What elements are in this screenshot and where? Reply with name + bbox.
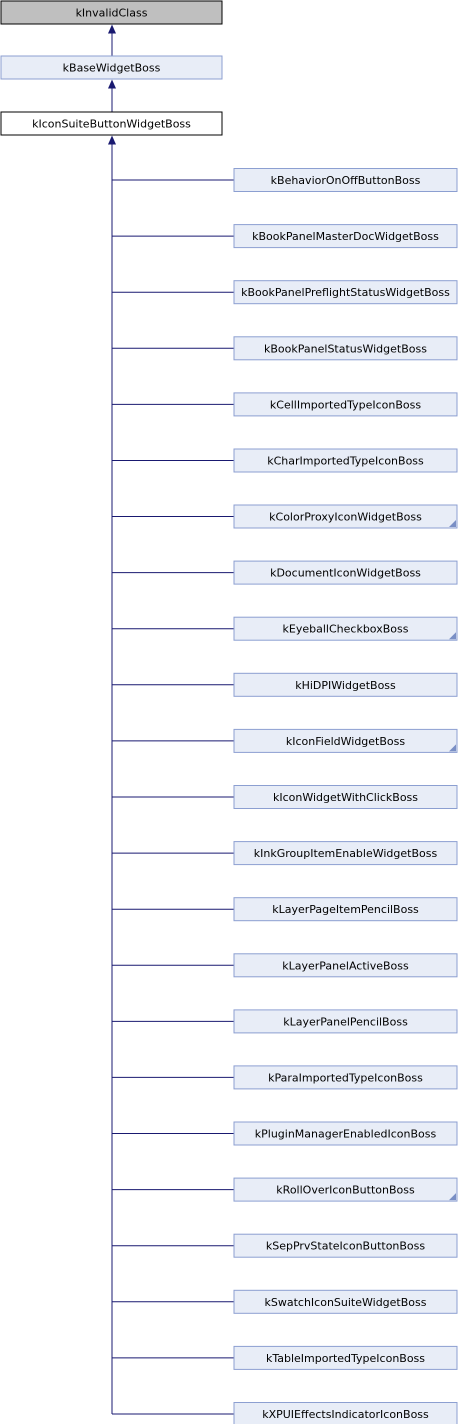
child-node-box: [233, 168, 458, 192]
child-node-box: [233, 1345, 458, 1370]
node-current-box: [0, 111, 223, 136]
child-node[interactable]: kIconFieldWidgetBoss: [233, 728, 458, 753]
child-node-box: [233, 785, 458, 809]
child-node-label: kXPUIEffectsIndicatorIconBoss: [262, 1408, 429, 1421]
node-current: kIconSuiteButtonWidgetBoss: [0, 111, 223, 136]
child-node[interactable]: kCharImportedTypeIconBoss: [233, 448, 458, 473]
node-current-label: kIconSuiteButtonWidgetBoss: [32, 118, 191, 131]
child-node[interactable]: kSwatchIconSuiteWidgetBoss: [233, 1289, 458, 1314]
more-subclasses-marker: [449, 632, 456, 640]
arrow-to-current: [108, 135, 116, 145]
child-node[interactable]: kLayerPanelActiveBoss: [233, 953, 458, 978]
child-node-label: kParaImportedTypeIconBoss: [268, 1071, 423, 1084]
child-node-label: kDocumentIconWidgetBoss: [270, 567, 421, 580]
child-node-label: kIconWidgetWithClickBoss: [273, 791, 418, 804]
child-node-box: [233, 953, 458, 978]
node-root-label: kInvalidClass: [76, 7, 148, 20]
child-node-label: kBookPanelPreflightStatusWidgetBoss: [241, 286, 450, 299]
child-node[interactable]: kPluginManagerEnabledIconBoss: [233, 1121, 458, 1146]
child-node-label: kColorProxyIconWidgetBoss: [269, 511, 422, 524]
child-node[interactable]: kIconWidgetWithClickBoss: [233, 785, 458, 809]
more-subclasses-marker: [449, 744, 456, 752]
child-node[interactable]: kLayerPageItemPencilBoss: [233, 897, 458, 922]
child-node-label: kRollOverIconButtonBoss: [276, 1184, 415, 1197]
edges: [108, 24, 234, 1415]
child-node[interactable]: kEyeballCheckboxBoss: [233, 616, 458, 641]
child-node-box: [233, 616, 458, 641]
child-node-box: [233, 897, 458, 922]
child-node-label: kCharImportedTypeIconBoss: [267, 455, 424, 468]
more-subclasses-marker: [449, 1193, 456, 1201]
arrow-to-base: [108, 79, 116, 89]
child-node-box: [233, 280, 458, 305]
child-node-box: [233, 448, 458, 473]
child-node-label: kCellImportedTypeIconBoss: [270, 398, 421, 411]
child-node-box: [233, 672, 458, 697]
child-node-label: kInkGroupItemEnableWidgetBoss: [254, 847, 438, 860]
child-node-label: kHiDPIWidgetBoss: [295, 679, 396, 692]
child-node-box: [233, 728, 458, 753]
node-base-label: kBaseWidgetBoss: [63, 62, 161, 75]
child-node[interactable]: kCellImportedTypeIconBoss: [233, 392, 458, 417]
child-node[interactable]: kRollOverIconButtonBoss: [233, 1177, 458, 1202]
child-node[interactable]: kBehaviorOnOffButtonBoss: [233, 168, 458, 192]
node-base[interactable]: kBaseWidgetBoss: [0, 55, 223, 80]
child-node-label: kEyeballCheckboxBoss: [283, 623, 409, 636]
child-node-label: kLayerPanelPencilBoss: [283, 1015, 408, 1028]
child-node-label: kIconFieldWidgetBoss: [286, 735, 405, 748]
child-node-box: [233, 336, 458, 361]
node-base-box: [0, 55, 223, 80]
child-node[interactable]: kParaImportedTypeIconBoss: [233, 1065, 458, 1090]
arrow-to-root: [108, 24, 116, 34]
child-node-label: kSwatchIconSuiteWidgetBoss: [265, 1296, 427, 1309]
child-node[interactable]: kBookPanelPreflightStatusWidgetBoss: [233, 280, 458, 305]
child-node[interactable]: kXPUIEffectsIndicatorIconBoss: [233, 1402, 458, 1424]
child-node-box: [233, 1009, 458, 1034]
child-node-box: [233, 1177, 458, 1202]
node-root[interactable]: kInvalidClass: [0, 0, 223, 25]
child-node[interactable]: kHiDPIWidgetBoss: [233, 672, 458, 697]
child-node-label: kBookPanelMasterDocWidgetBoss: [252, 230, 439, 243]
child-node-label: kPluginManagerEnabledIconBoss: [255, 1128, 437, 1141]
child-node-label: kBookPanelStatusWidgetBoss: [264, 342, 427, 355]
child-node[interactable]: kLayerPanelPencilBoss: [233, 1009, 458, 1034]
child-node-label: kTableImportedTypeIconBoss: [266, 1352, 425, 1365]
node-root-box: [0, 0, 223, 25]
child-node-box: [233, 1289, 458, 1314]
child-node[interactable]: kDocumentIconWidgetBoss: [233, 560, 458, 585]
child-nodes: kBehaviorOnOffButtonBoss kBookPanelMaster…: [233, 168, 458, 1424]
child-node-box: [233, 560, 458, 585]
child-node-box: [233, 841, 458, 866]
child-node[interactable]: kBookPanelStatusWidgetBoss: [233, 336, 458, 361]
child-node-label: kLayerPanelActiveBoss: [282, 959, 409, 972]
child-node-box: [233, 504, 458, 529]
child-node-box: [233, 1233, 458, 1258]
child-node[interactable]: kTableImportedTypeIconBoss: [233, 1345, 458, 1370]
child-node-box: [233, 392, 458, 417]
more-subclasses-marker: [449, 520, 456, 528]
child-node-label: kLayerPageItemPencilBoss: [272, 903, 419, 916]
child-node-label: kBehaviorOnOffButtonBoss: [271, 174, 421, 187]
child-node[interactable]: kInkGroupItemEnableWidgetBoss: [233, 841, 458, 866]
child-node[interactable]: kSepPrvStateIconButtonBoss: [233, 1233, 458, 1258]
child-node-box: [233, 1121, 458, 1146]
child-node[interactable]: kBookPanelMasterDocWidgetBoss: [233, 224, 458, 249]
child-node-box: [233, 1065, 458, 1090]
child-node-label: kSepPrvStateIconButtonBoss: [266, 1240, 426, 1253]
child-node-box: [233, 1402, 458, 1424]
child-node[interactable]: kColorProxyIconWidgetBoss: [233, 504, 458, 529]
child-node-box: [233, 224, 458, 249]
